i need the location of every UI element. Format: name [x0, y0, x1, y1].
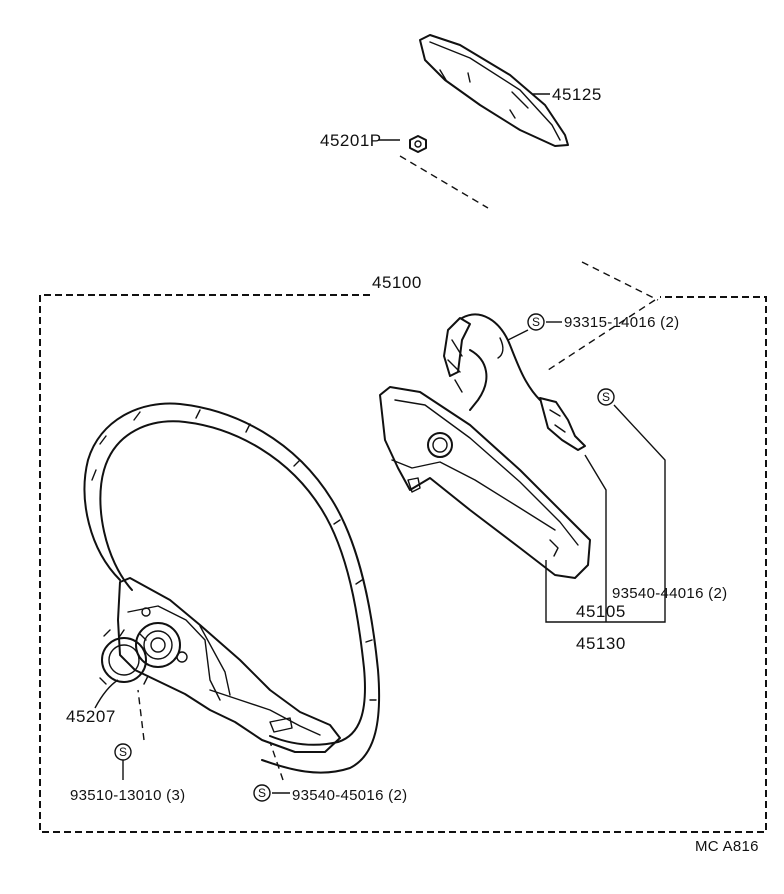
svg-text:S: S: [602, 390, 610, 404]
label-screw-pad: 93315-14016 (2): [564, 314, 679, 331]
horn-contact-wiring-part: [443, 313, 586, 451]
plate-part: [99, 629, 149, 685]
nut-part: [409, 135, 427, 153]
steering-wheel-hub-part: [117, 577, 341, 753]
install-guide-lines: [399, 155, 659, 373]
label-screw-pad-lower: 93540-44016 (2): [612, 585, 727, 602]
svg-text:S: S: [258, 786, 266, 800]
leader-lines: [94, 93, 666, 794]
label-plate: 45207: [66, 707, 116, 726]
label-assembly: 45100: [372, 273, 422, 292]
label-pad-assy: 45105: [576, 602, 626, 621]
label-pad: 45125: [552, 85, 602, 104]
steering-wheel-rim-part: [83, 402, 381, 774]
assembly-frame: [39, 294, 767, 833]
screw-marker-plate: S: [114, 743, 132, 761]
screw-marker-wheel: S: [253, 784, 271, 802]
svg-text:S: S: [532, 315, 540, 329]
label-pad-cover: 45130: [576, 634, 626, 653]
svg-text:S: S: [119, 745, 127, 759]
screw-marker-pad: S: [527, 313, 545, 331]
pad-assembly-part: [379, 386, 591, 579]
label-nut: 45201P: [320, 131, 382, 150]
label-drawing-code: MC A816: [695, 838, 759, 855]
label-screw-wheel: 93540-45016 (2): [292, 787, 407, 804]
screw-marker-pad-lower: S: [597, 388, 615, 406]
label-screw-plate: 93510-13010 (3): [70, 787, 185, 804]
horn-pad-part: [419, 34, 569, 147]
